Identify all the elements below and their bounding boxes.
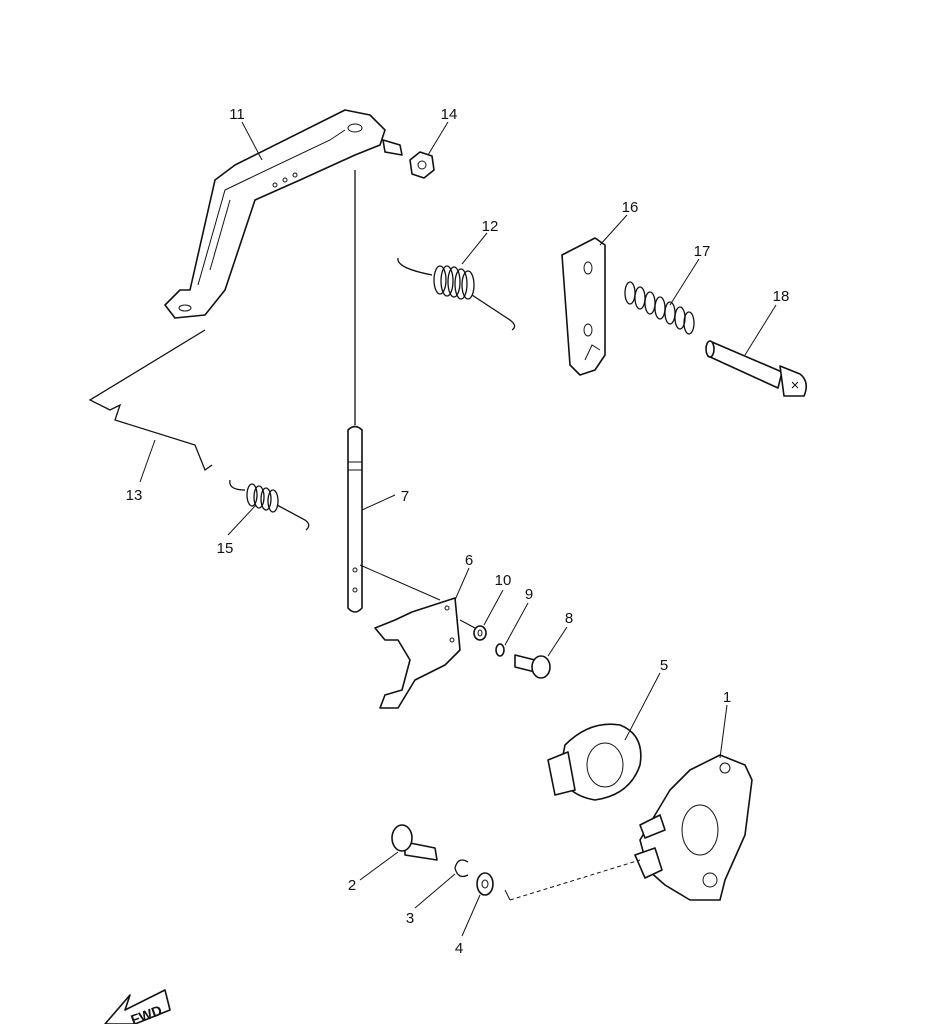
part-17-spring	[624, 281, 695, 335]
callout-4: 4	[455, 940, 463, 957]
part-10-washer	[473, 625, 487, 641]
part-13-rod	[88, 329, 213, 472]
part-11-bracket	[164, 109, 403, 319]
part-6-fork	[359, 564, 461, 709]
callout-17: 17	[694, 243, 711, 260]
callout-2: 2	[348, 877, 356, 894]
callout-14: 14	[441, 106, 458, 123]
callout-6: 6	[465, 552, 473, 569]
callout-18: 18	[773, 288, 790, 305]
part-4-washer	[476, 872, 494, 896]
callout-12: 12	[482, 218, 499, 235]
leader-lines	[139, 121, 777, 937]
part-1-bracket	[634, 754, 753, 901]
callout-15: 15	[217, 540, 234, 557]
callout-1: 1	[723, 689, 731, 706]
part-3-clip	[454, 859, 469, 878]
part-7-shaft	[347, 170, 363, 613]
callout-3: 3	[406, 910, 414, 927]
part-18-bolt	[705, 340, 808, 397]
part-14-nut	[409, 151, 435, 179]
part-9-lock-washer	[495, 643, 505, 657]
part-15-spring	[229, 479, 310, 531]
callout-16: 16	[622, 199, 639, 216]
callout-8: 8	[565, 610, 573, 627]
part-5-clamp	[547, 723, 642, 801]
callout-10: 10	[495, 572, 512, 589]
part-12-spring	[397, 257, 516, 331]
callout-7: 7	[401, 488, 409, 505]
fwd-arrow-icon: FWD	[104, 989, 171, 1024]
callout-9: 9	[525, 586, 533, 603]
part-16-plate	[561, 237, 606, 376]
callout-5: 5	[660, 657, 668, 674]
callout-11: 11	[229, 106, 245, 123]
part-8-screw	[514, 654, 551, 679]
part-2-bolt	[391, 824, 438, 861]
callout-13: 13	[126, 487, 143, 504]
